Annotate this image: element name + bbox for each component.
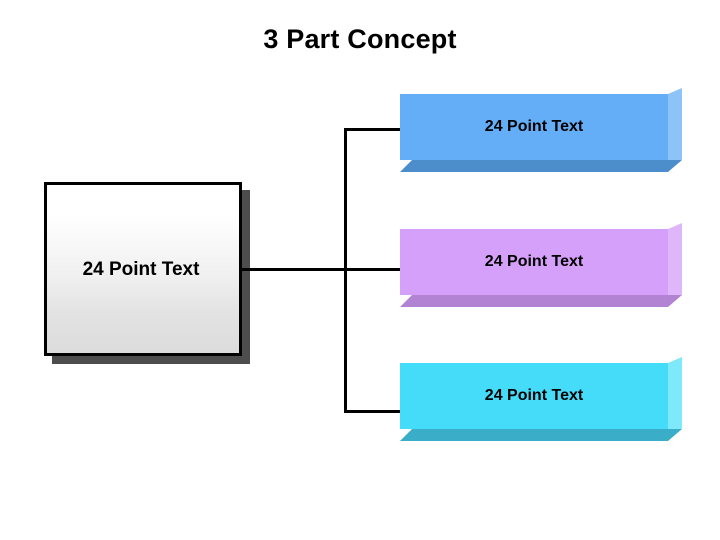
box-cyan-side-face bbox=[668, 357, 682, 429]
connector-branch-middle bbox=[344, 268, 402, 271]
concept-box-blue[interactable]: 24 Point Text bbox=[400, 88, 682, 172]
box-blue-bottom-face bbox=[400, 160, 682, 172]
box-cyan-bottom-face bbox=[400, 429, 682, 441]
concept-box-purple[interactable]: 24 Point Text bbox=[400, 223, 682, 307]
main-box-label: 24 Point Text bbox=[82, 259, 200, 280]
page-title: 3 Part Concept bbox=[263, 24, 457, 54]
box-purple-bottom-face bbox=[400, 295, 682, 307]
box-blue-label: 24 Point Text bbox=[484, 118, 584, 135]
box-purple-front-face bbox=[400, 229, 668, 295]
connector-branch-top bbox=[344, 128, 402, 131]
main-concept-box[interactable]: 24 Point Text bbox=[44, 182, 250, 364]
main-box-face[interactable]: 24 Point Text bbox=[44, 182, 242, 356]
box-purple-label: 24 Point Text bbox=[484, 253, 584, 270]
box-cyan-front-face bbox=[400, 363, 668, 429]
box-blue-front-face bbox=[400, 94, 668, 160]
box-blue-side-face bbox=[668, 88, 682, 160]
connector-stem bbox=[241, 268, 347, 271]
box-cyan-label: 24 Point Text bbox=[484, 387, 584, 404]
connector-branch-bottom bbox=[344, 410, 402, 413]
box-purple-side-face bbox=[668, 223, 682, 295]
concept-box-cyan[interactable]: 24 Point Text bbox=[400, 357, 682, 441]
